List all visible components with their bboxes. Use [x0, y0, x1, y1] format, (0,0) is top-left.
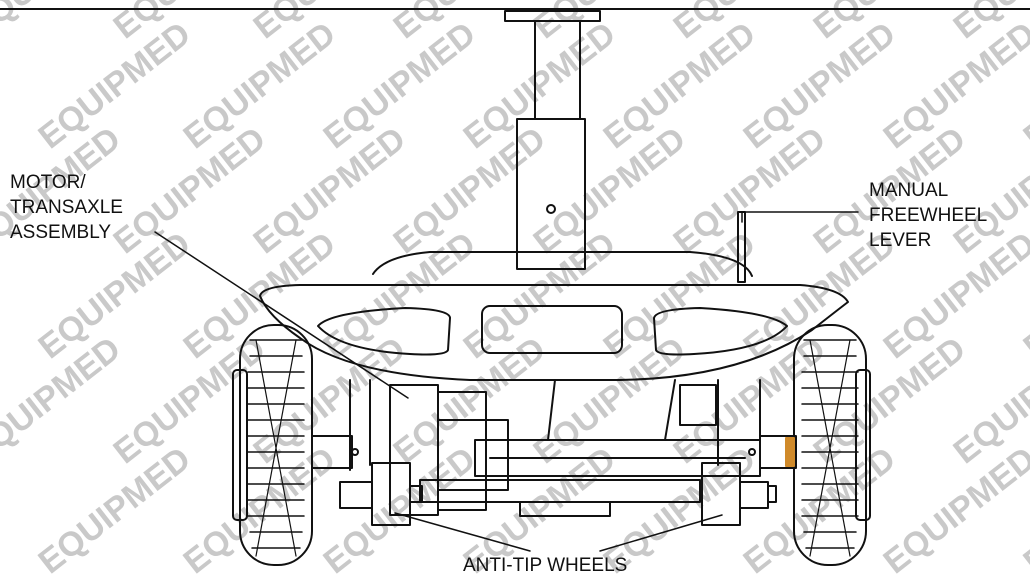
left-wheel	[232, 324, 359, 566]
anti-tip-wheel-right	[701, 462, 777, 526]
motor-transaxle	[389, 384, 509, 516]
freewheel-label-line-3: LEVER	[869, 230, 932, 251]
freewheel-leader	[741, 211, 859, 223]
freewheel-label-line-2: FREEWHEEL	[869, 205, 988, 226]
chassis	[349, 379, 761, 517]
freewheel-label-line-1: MANUAL	[869, 180, 949, 201]
motor-label-line-3: ASSEMBLY	[10, 222, 112, 243]
anti-tip-wheels-label: ANTI-TIP WHEELS	[463, 555, 628, 576]
leader-lines	[154, 211, 859, 552]
anti-tip-wheel-left	[339, 462, 423, 526]
freewheel-lever-label: MANUAL FREEWHEEL LEVER	[869, 178, 987, 253]
motor-transaxle-label: MOTOR/ TRANSAXLE ASSEMBLY	[10, 170, 123, 245]
antitip-leader-right	[599, 514, 723, 552]
right-wheel	[748, 324, 871, 566]
seat-post	[504, 10, 601, 270]
motor-leader	[154, 231, 409, 399]
rear-cowl	[259, 251, 849, 381]
antitip-leader-left	[394, 512, 531, 552]
motor-label-line-1: MOTOR/	[10, 172, 86, 193]
motor-label-line-2: TRANSAXLE	[10, 197, 123, 218]
